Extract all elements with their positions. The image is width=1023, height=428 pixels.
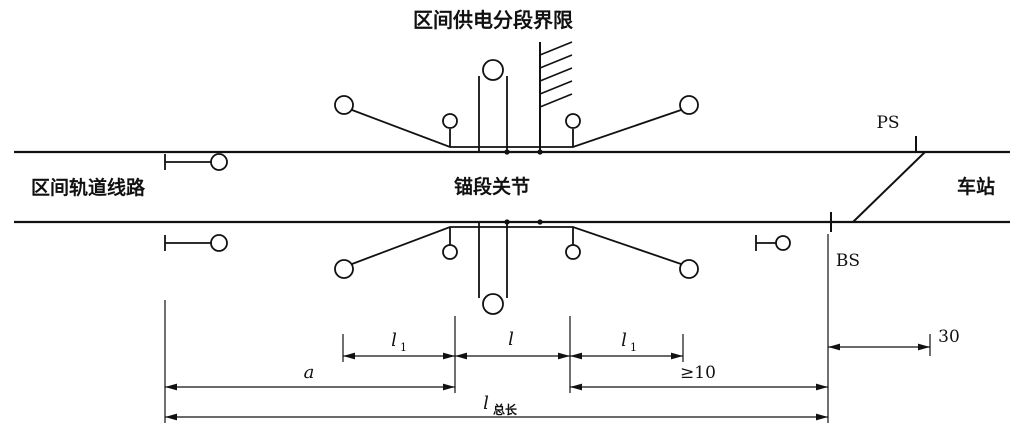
dim-label-l1-left-sub: 1 [400, 341, 407, 354]
track-left-label: 区间轨道线路 [31, 176, 146, 199]
dim-label-total: l [483, 393, 489, 414]
insulator-icon [679, 259, 699, 279]
insulator-icon [210, 153, 228, 171]
dim-label-l1-right-sub: 1 [630, 341, 637, 354]
segment-boundary-marker [539, 41, 573, 152]
insulator-icon [442, 244, 458, 260]
insulator-icon [679, 95, 699, 115]
ps-feeder [852, 136, 926, 223]
insulator-icon [210, 234, 228, 252]
insulator-icon [565, 113, 581, 129]
ps-label: PS [876, 113, 899, 133]
anchor-joint-upper [334, 59, 699, 152]
main-contact-lines [14, 150, 1010, 224]
dim-label-a: a [304, 362, 315, 383]
dim-label-total-sub: 总长 [493, 402, 518, 417]
junction-dots [504, 149, 543, 225]
lower-stitch-wire [351, 226, 682, 265]
insulator-icon [334, 259, 354, 279]
insulator-icon [482, 59, 504, 81]
left-anchor-lower [164, 234, 228, 252]
right-anchor-lower [755, 235, 791, 251]
dim-label-ge10: ≥10 [680, 363, 716, 383]
bs-label: BS [836, 251, 860, 271]
insulator-icon [482, 293, 504, 315]
hatch-lines [539, 41, 573, 108]
insulator-icon [565, 244, 581, 260]
anchor-joint-lower [334, 222, 699, 315]
dim-label-l1-left: l [391, 330, 397, 351]
dim-label-l1-right: l [621, 330, 627, 351]
station-label: 车站 [957, 175, 995, 198]
insulator-icon [334, 95, 354, 115]
dim-label-30: 30 [938, 327, 960, 347]
dim-label-l: l [508, 329, 514, 350]
insulator-icon [775, 235, 791, 251]
extension-lines [164, 234, 931, 423]
insulator-icon [442, 113, 458, 129]
anchor-joint-label: 锚段关节 [454, 175, 530, 198]
diagram-title: 区间供电分段界限 [413, 8, 573, 32]
dimension-lines [165, 343, 930, 421]
left-anchor-upper [164, 153, 228, 171]
upper-stitch-wire [351, 109, 682, 148]
